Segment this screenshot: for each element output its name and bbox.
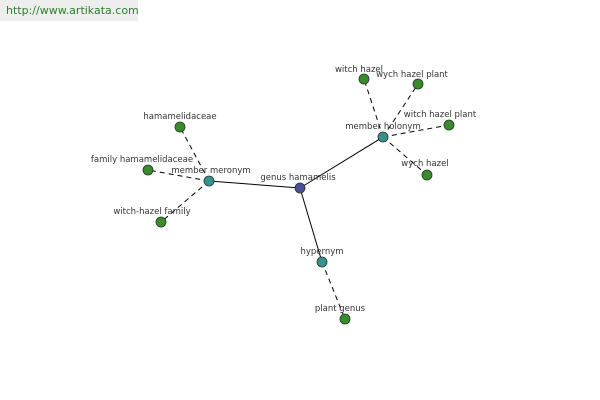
relation-meronym-label: member meronym <box>171 166 250 176</box>
edge-meronym-hamamelidaceae <box>179 126 210 182</box>
relation-holonym-label: member holonym <box>345 122 420 132</box>
edge-holonym-witch-hazel-plant <box>382 124 450 138</box>
relation-meronym-node[interactable] <box>203 175 215 187</box>
leaf-hamamelidaceae-label: hamamelidaceae <box>143 112 216 122</box>
graph-nodes <box>142 73 455 325</box>
leaf-witch-hazel-node[interactable] <box>358 73 370 85</box>
relation-hypernym-node[interactable] <box>316 256 328 268</box>
leaf-wych-hazel-label: wych hazel <box>401 159 448 169</box>
leaf-witch-hazel-plant-label: witch hazel plant <box>404 110 477 120</box>
edge-holonym-wych-hazel-plant <box>382 83 419 138</box>
edge-center-hypernym <box>299 187 323 263</box>
leaf-wych-hazel-node[interactable] <box>421 169 433 181</box>
leaf-witch-hazel-family-label: witch-hazel family <box>113 207 190 217</box>
relation-hypernym-label: hypernym <box>300 247 343 257</box>
edge-center-meronym <box>208 180 301 189</box>
leaf-family-hamamelidaceae-label: family hamamelidaceae <box>91 155 193 165</box>
edge-holonym-wych-hazel <box>382 136 428 176</box>
leaf-wych-hazel-plant-node[interactable] <box>412 78 424 90</box>
leaf-witch-hazel-family-node[interactable] <box>155 216 167 228</box>
source-link[interactable]: http://www.artikata.com <box>0 0 139 21</box>
leaf-family-hamamelidaceae-node[interactable] <box>142 164 154 176</box>
edge-meronym-witch-hazel-family <box>160 180 210 223</box>
leaf-witch-hazel-label: witch hazel <box>335 65 383 75</box>
leaf-plant-genus-label: plant genus <box>315 304 366 314</box>
graph-edges <box>147 78 450 320</box>
leaf-witch-hazel-plant-node[interactable] <box>443 119 455 131</box>
edge-hypernym-plant-genus <box>321 261 346 320</box>
leaf-plant-genus-node[interactable] <box>339 313 351 325</box>
edge-holonym-witch-hazel <box>363 78 384 138</box>
relation-holonym-node[interactable] <box>377 131 389 143</box>
leaf-wych-hazel-plant-label: wych hazel plant <box>376 70 448 80</box>
edge-center-holonym <box>299 136 384 189</box>
leaf-hamamelidaceae-node[interactable] <box>174 121 186 133</box>
center-genus-hamamelis-node[interactable] <box>294 182 306 194</box>
edge-meronym-family-hamamelidaceae <box>147 169 210 182</box>
center-genus-hamamelis-label: genus hamamelis <box>260 173 336 183</box>
graph-labels: hamamelidaceae family hamamelidaceae witch… <box>91 65 477 314</box>
